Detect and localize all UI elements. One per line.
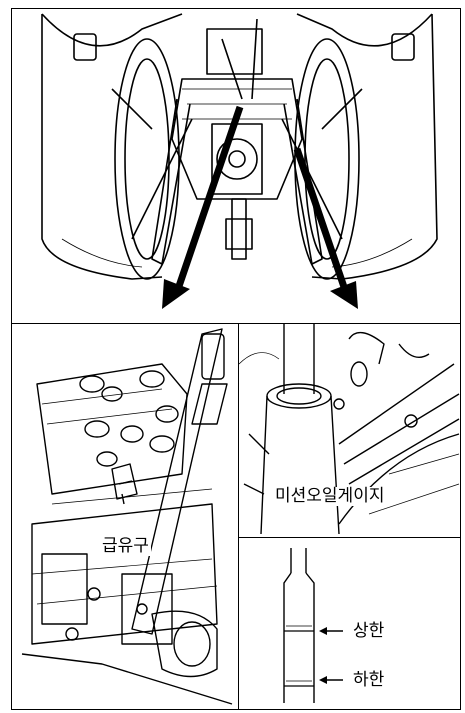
oil-gauge-illustration — [239, 324, 460, 535]
arrow-left-down-icon — [162, 105, 244, 309]
lower-limit-label: 하한 — [351, 670, 387, 690]
tractor-rear-view-panel — [11, 8, 461, 324]
arrow-left-small-icon — [319, 676, 343, 684]
tractor-rear-illustration — [41, 13, 438, 309]
upper-limit-label: 상한 — [351, 621, 387, 641]
oil-filler-illustration — [21, 328, 233, 705]
oil-filler-panel: 급유구 — [11, 323, 239, 710]
oil-filler-label: 급유구 — [100, 536, 151, 556]
arrow-left-small-icon — [319, 627, 343, 635]
arrow-right-down-icon — [293, 147, 358, 309]
dipstick-illustration — [283, 548, 343, 703]
dipstick-detail-panel: 상한 하한 — [238, 537, 461, 710]
oil-gauge-label: 미션오일게이지 — [273, 486, 387, 506]
oil-gauge-panel: 미션오일게이지 — [238, 323, 461, 538]
